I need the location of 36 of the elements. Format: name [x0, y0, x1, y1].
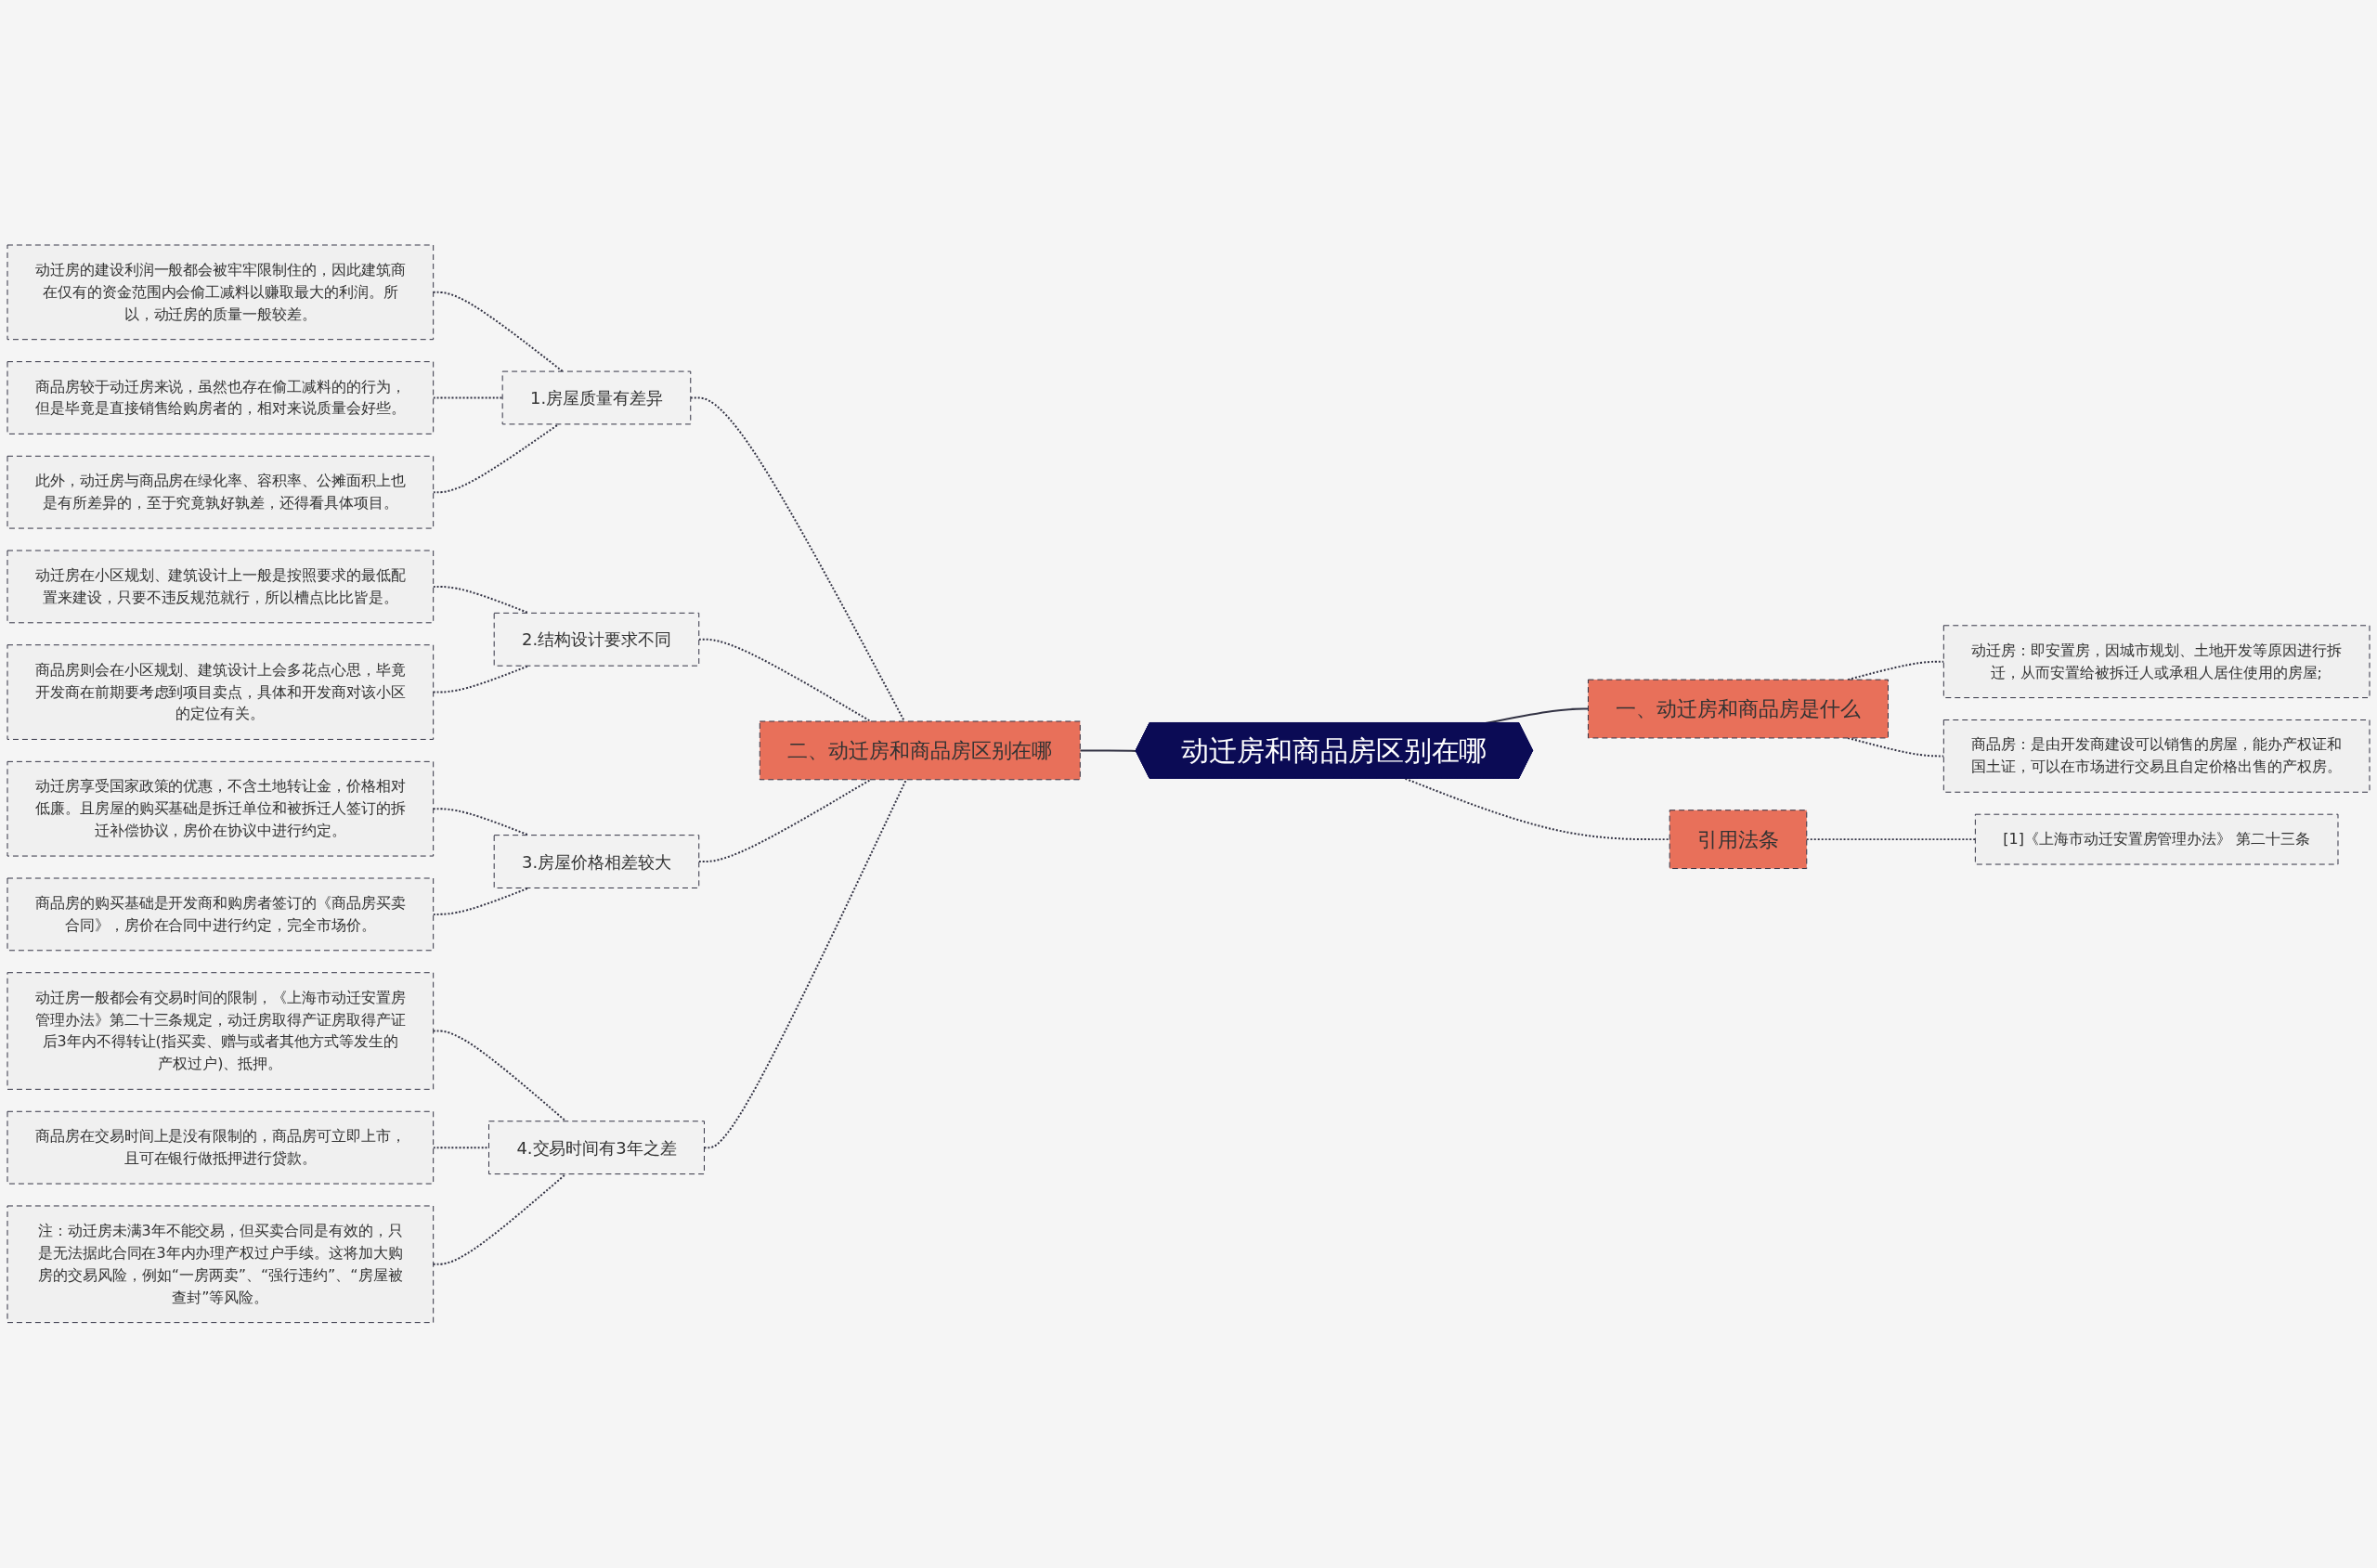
- connector: [703, 779, 907, 1149]
- node-box: 3.房屋价格相差较大: [493, 835, 700, 889]
- node-box: 此外，动迁房与商品房在绿化率、容积率、公摊面积上也是有所差异的，至于究竟孰好孰差，还得看具体项目。: [6, 456, 435, 529]
- node-box: 动迁房：即安置房，因城市规划、土地开发等原因进行拆迁，从而安置给被拆迁人或承租人居住使用的房屋;: [1942, 625, 2371, 699]
- connector: [432, 396, 504, 399]
- node-box: 商品房则会在小区规划、建筑设计上会多花点心思，毕竟开发商在前期要考虑到项目卖点，具体和开发商对该小区的定位有关。: [6, 644, 435, 741]
- connector: [432, 423, 560, 494]
- connector: [432, 1030, 567, 1122]
- node-box: 商品房的购买基础是开发商和购房者签订的《商品房买卖合同》，房价在合同中进行约定，完全市场价。: [6, 877, 435, 952]
- connector: [432, 1173, 567, 1265]
- node-box: 动迁房享受国家政策的优惠，不含土地转让金，价格相对低廉。且房屋的购买基础是拆迁单位和被拆迁人签订的拆迁补偿协议，房价在协议中进行约定。: [6, 761, 435, 857]
- connector: [1404, 778, 1671, 841]
- node-box: 4.交易时间有3年之差: [488, 1121, 705, 1175]
- node-box: 一、动迁房和商品房是什么: [1587, 679, 1889, 739]
- node-box: 注：动迁房未满3年不能交易，但买卖合同是有效的，只是无法据此合同在3年内办理产权过户手续。这将加大购房的交易风险，例如“一房两卖”、“强行违约”、“房屋被查封”等风险。: [6, 1205, 435, 1324]
- node-box: 引用法条: [1669, 810, 1808, 870]
- connector: [432, 887, 530, 916]
- connector: [1805, 838, 1977, 841]
- connector: [697, 638, 872, 723]
- connector: [432, 292, 564, 373]
- connector: [432, 808, 530, 836]
- node-box: 动迁房的建设利润一般都会被牢牢限制住的，因此建筑商在仅有的资金范围内会偷工减料以赚取最大的利润。所以，动迁房的质量一般较差。: [6, 244, 435, 341]
- connector: [432, 665, 530, 693]
- node-box: 商品房：是由开发商建设可以销售的房屋，能办产权证和国土证，可以在市场进行交易且自定价格出售的产权房。: [1942, 719, 2371, 793]
- node-box: 商品房较于动迁房来说，虽然也存在偷工减料的的行为，但是毕竟是直接销售给购房者的，相对来说质量会好些。: [6, 361, 435, 435]
- node-box: 动迁房一般都会有交易时间的限制，《上海市动迁安置房管理办法》第二十三条规定，动迁房取得产证房取得产证后3年内不得转让(指买卖、赠与或者其他方式等发生的产权过户)、抵押。: [6, 972, 435, 1091]
- node-box: 1.房屋质量有差异: [501, 370, 692, 425]
- node-box: [1]《上海市动迁安置房管理办法》 第二十三条: [1974, 813, 2339, 865]
- connector: [432, 586, 530, 615]
- connector: [689, 396, 906, 723]
- connector: [697, 779, 872, 863]
- node-box: 二、动迁房和商品房区别在哪: [759, 720, 1081, 781]
- node-box: 商品房在交易时间上是没有限制的，商品房可立即上市，且可在银行做抵押进行贷款。: [6, 1111, 435, 1185]
- connector: [1079, 749, 1137, 753]
- node-box: 2.结构设计要求不同: [493, 613, 700, 667]
- node-box: 动迁房在小区规划、建筑设计上一般是按照要求的最低配置来建设，只要不违反规范就行，所以槽点比比皆是。: [6, 550, 435, 624]
